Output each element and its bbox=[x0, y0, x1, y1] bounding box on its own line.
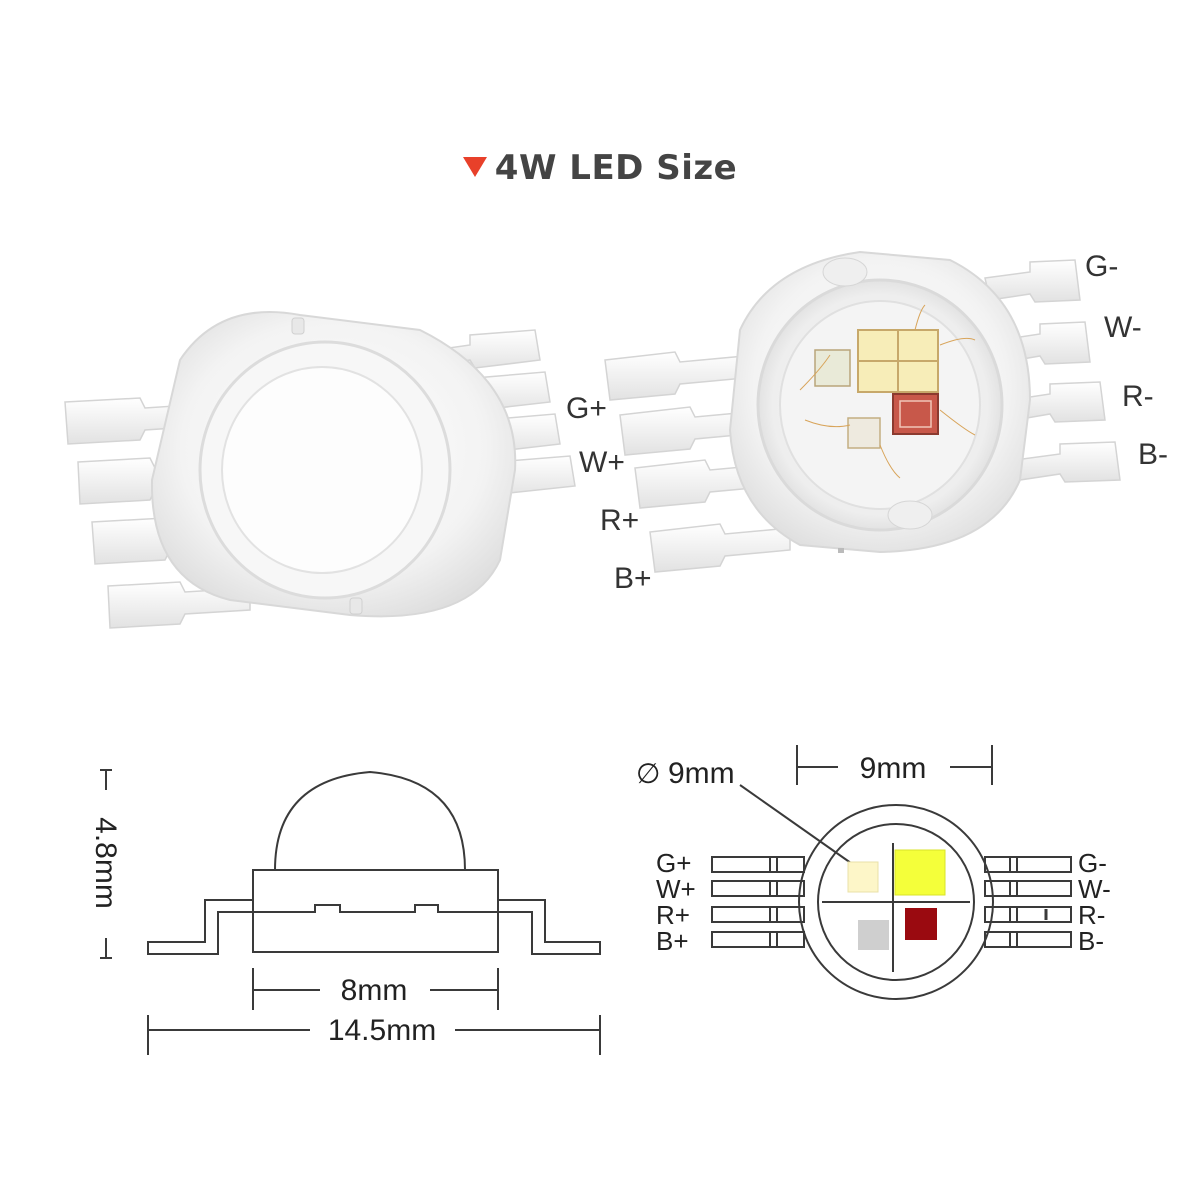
top-pin-right-0: G- bbox=[1078, 848, 1107, 878]
title-text: 4W LED Size bbox=[494, 148, 738, 188]
photo-pin-right-1: W- bbox=[1104, 311, 1142, 344]
diameter-symbol-icon: ∅ bbox=[636, 758, 660, 789]
side-view-drawing bbox=[100, 769, 601, 1055]
photo-pin-left-0: G+ bbox=[566, 392, 607, 425]
diameter-label: 9mm bbox=[668, 757, 735, 790]
top-pin-right-2: R- bbox=[1078, 900, 1105, 930]
body-width-label: 8mm bbox=[341, 974, 408, 1007]
top-pin-right-3: B- bbox=[1078, 926, 1104, 956]
chip-gray bbox=[858, 920, 889, 950]
diagram-title: 4W LED Size bbox=[0, 148, 1200, 188]
total-width-label: 14.5mm bbox=[328, 1014, 436, 1047]
photo-pin-right-2: R- bbox=[1122, 380, 1154, 413]
led-photo-front bbox=[604, 250, 1121, 573]
led-chips-photo bbox=[799, 304, 976, 479]
chip-white bbox=[847, 861, 879, 893]
photo-pin-left-3: B+ bbox=[614, 562, 652, 595]
top-pin-left-3: B+ bbox=[656, 926, 689, 956]
top-width-label: 9mm bbox=[860, 752, 927, 785]
photo-pin-right-0: G- bbox=[1085, 250, 1119, 283]
top-pin-left-0: G+ bbox=[656, 848, 691, 878]
top-pin-left-2: R+ bbox=[656, 900, 690, 930]
top-pin-left-1: W+ bbox=[656, 874, 696, 904]
triangle-marker-icon bbox=[462, 156, 487, 177]
photo-pin-left-1: W+ bbox=[579, 446, 625, 479]
photo-pin-right-3: B- bbox=[1138, 438, 1168, 471]
photo-pin-left-2: R+ bbox=[600, 504, 640, 537]
top-view-drawing bbox=[711, 745, 1072, 1000]
top-pin-right-1: W- bbox=[1078, 874, 1111, 904]
height-label: 4.8mm bbox=[89, 817, 122, 909]
chip-red bbox=[905, 908, 937, 940]
led-photo-back bbox=[64, 311, 576, 629]
chip-yellow bbox=[894, 849, 946, 896]
